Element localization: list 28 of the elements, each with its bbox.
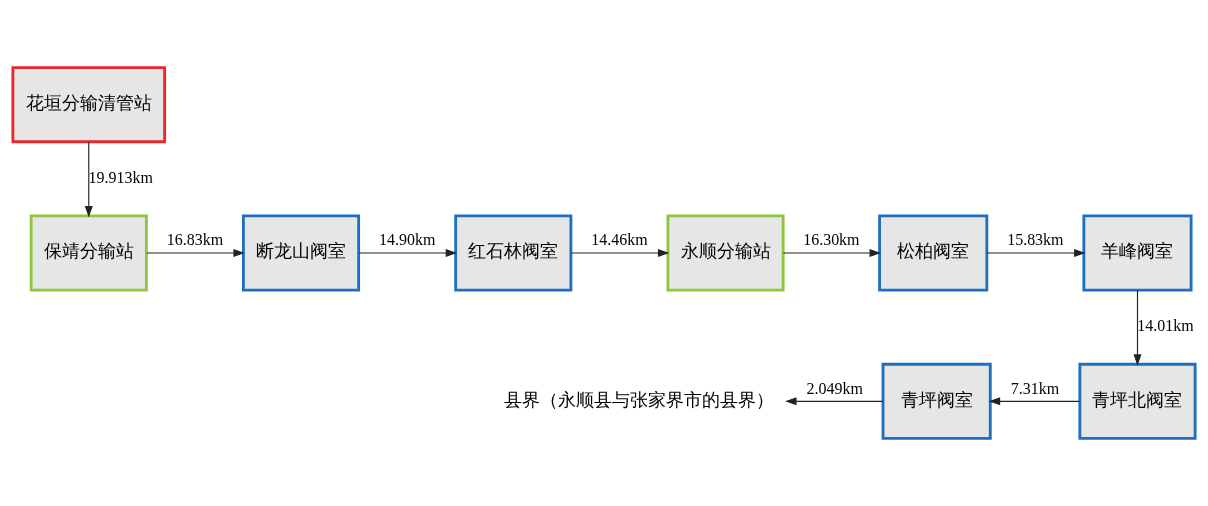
- arrow: [988, 397, 1081, 406]
- arrow: [146, 249, 245, 257]
- edge-label: 14.46km: [591, 231, 648, 249]
- arrow: [570, 249, 670, 257]
- node-box: 羊峰阀室: [1082, 214, 1193, 292]
- edge-label: 2.049km: [806, 379, 863, 397]
- node-box: 断龙山阀室: [241, 214, 361, 292]
- node-box: 青坪北阀室: [1078, 362, 1197, 440]
- edge-label: 14.90km: [378, 231, 436, 249]
- arrow: [1133, 289, 1142, 366]
- edge-label: 14.01km: [1137, 317, 1194, 335]
- arrow: [986, 249, 1086, 257]
- node-text: 县界（永顺县与张家界市的县界）: [503, 388, 774, 410]
- arrow: [785, 397, 884, 406]
- node-box: 花垣分输清管站: [11, 66, 167, 144]
- edge-label: 7.31km: [1010, 379, 1060, 397]
- node-box: 青坪阀室: [881, 362, 992, 440]
- arrow: [782, 249, 881, 257]
- arrow: [84, 141, 93, 218]
- arrow: [358, 249, 458, 257]
- edge-label: 16.30km: [803, 231, 860, 249]
- edge-label: 15.83km: [1007, 231, 1064, 249]
- node-box: 保靖分输站: [29, 214, 148, 292]
- node-box: 永顺分输站: [666, 214, 785, 292]
- node-box: 红石林阀室: [454, 214, 573, 292]
- edge-label: 19.913km: [88, 169, 153, 187]
- edge-label: 16.83km: [166, 231, 224, 249]
- node-box: 松柏阀室: [878, 214, 989, 292]
